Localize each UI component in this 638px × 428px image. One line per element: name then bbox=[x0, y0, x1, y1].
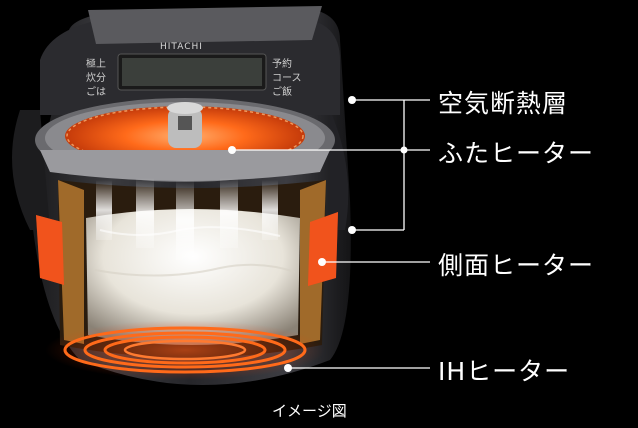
panel-right-label: コース bbox=[272, 73, 302, 84]
steam bbox=[96, 178, 278, 260]
leader-dots bbox=[228, 96, 408, 372]
label-air-insulation-layer: 空気断熱層 bbox=[438, 89, 569, 118]
ih-heater-coils bbox=[45, 320, 325, 380]
panel-left-labels: 極上 炊分 ごは bbox=[86, 58, 106, 100]
panel-left-label: 炊分 bbox=[86, 73, 106, 84]
panel-left-label: 極上 bbox=[86, 59, 106, 70]
panel-right-labels: 予約 コース ご飯 bbox=[272, 58, 302, 100]
panel-right-label: 予約 bbox=[272, 59, 292, 70]
panel-left-label: ごは bbox=[86, 87, 106, 98]
label-side-heater: 側面ヒーター bbox=[438, 251, 595, 280]
label-ih-heater: IHヒーター bbox=[438, 357, 571, 386]
side-heater-left bbox=[36, 215, 64, 285]
label-lid-heater: ふたヒーター bbox=[438, 139, 595, 168]
side-heater-right bbox=[308, 212, 338, 286]
image-caption: イメージ図 bbox=[272, 402, 347, 420]
leader-lines bbox=[232, 99, 430, 369]
lid-top bbox=[40, 6, 340, 115]
brand-logo: HITACHI bbox=[160, 42, 203, 52]
lid-heater-plate bbox=[35, 98, 335, 182]
panel-right-label: ご飯 bbox=[272, 87, 292, 98]
